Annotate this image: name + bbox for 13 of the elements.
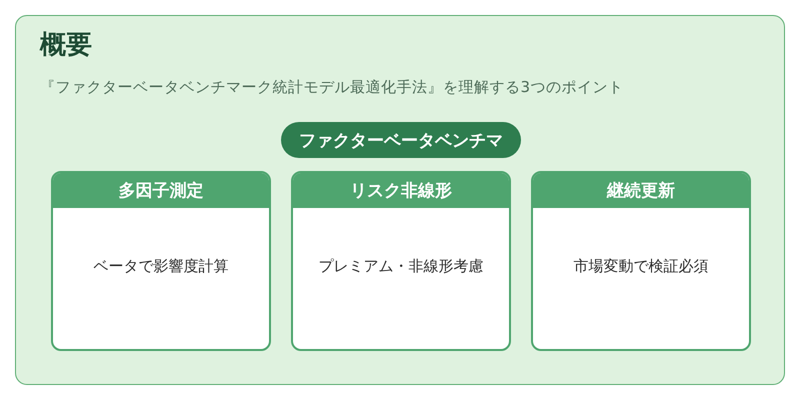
point-card <box>531 171 751 351</box>
card-text: プレミアム・非線形考慮 <box>318 257 484 276</box>
heading: 概要 <box>40 30 92 62</box>
card-text: 市場変動で検証必須 <box>572 257 710 276</box>
overview-panel <box>15 15 785 385</box>
point-card <box>291 171 511 351</box>
card-header: リスク非線形 <box>293 173 509 208</box>
card-header: 継続更新 <box>533 173 749 208</box>
topic-pill: ファクターベータベンチマ <box>281 122 521 158</box>
subtitle: 『ファクターベータベンチマーク統計モデル最適化手法』を理解する3つのポイント <box>40 78 624 98</box>
card-text: ベータで影響度計算 <box>92 257 230 276</box>
point-card <box>51 171 271 351</box>
card-header: 多因子測定 <box>53 173 269 208</box>
